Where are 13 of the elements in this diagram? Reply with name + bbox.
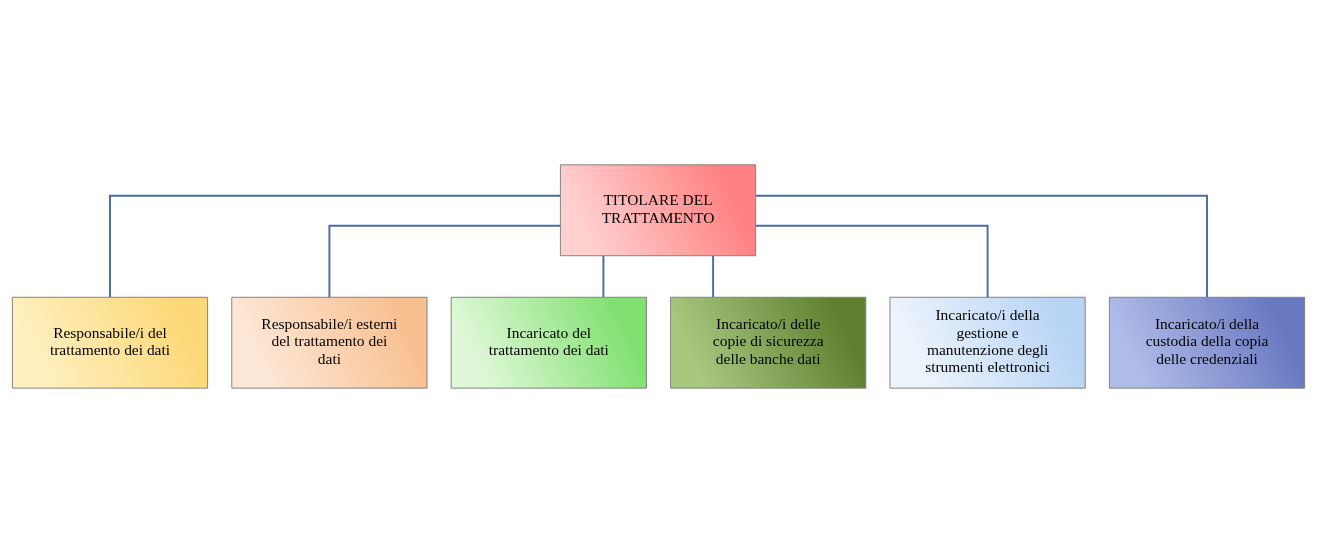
connector: [754, 194, 1208, 298]
node-box: Incaricato/i della gestione e manutenzione degli strumenti elettronici: [889, 296, 1086, 389]
node-box: Incaricato/i delle copie di sicurezza delle banche dati: [670, 296, 867, 389]
connector: [755, 224, 989, 298]
node-box: Incaricato/i della custodia della copia delle credenziali: [1108, 296, 1306, 389]
node-box: Incaricato del trattamento dei dati: [450, 296, 647, 389]
node-box: Responsabile/i esterni del trattamento dei dati: [231, 296, 428, 389]
connector: [712, 254, 715, 298]
node-box: TITOLARE DEL TRATTAMENTO: [559, 163, 757, 256]
node-box: Responsabile/i del trattamento dei dati: [11, 296, 209, 389]
connector: [602, 254, 605, 298]
connector: [109, 194, 562, 298]
connector: [328, 224, 562, 298]
